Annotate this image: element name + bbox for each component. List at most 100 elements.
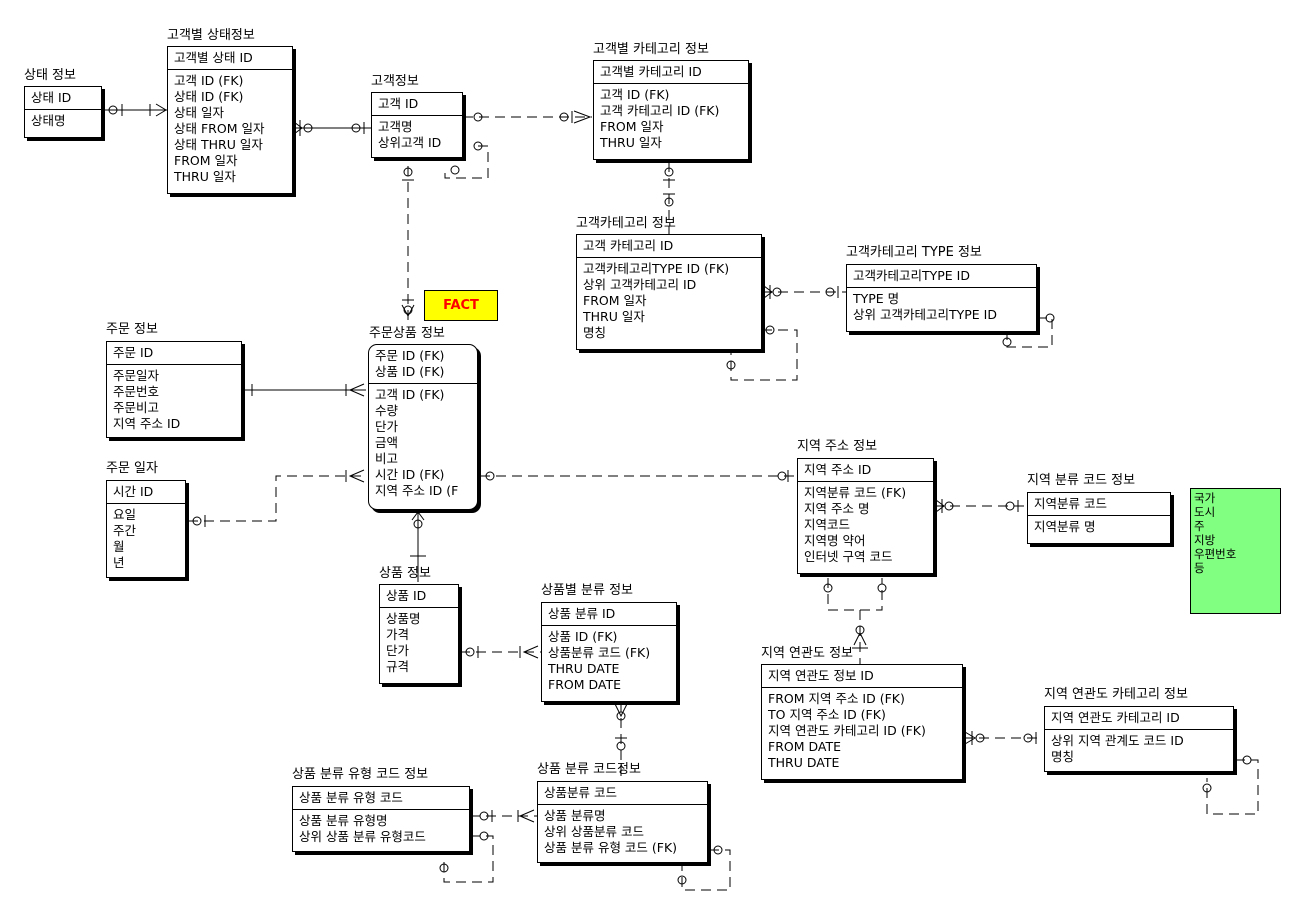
- attr: 고객명: [378, 119, 413, 134]
- entity-title-prod-class: 상품별 분류 정보: [541, 583, 633, 598]
- attr: FROM 일자: [583, 293, 647, 308]
- entity-product[interactable]: 상품 ID 상품명 가격 단가 규격: [379, 584, 459, 684]
- pk-attr: 상품분류 코드: [544, 785, 617, 800]
- pk-attr: 시간 ID: [113, 484, 154, 499]
- entity-title-prod-code: 상품 분류 코드정보: [537, 762, 641, 777]
- attr: FROM 지역 주소 ID (FK): [768, 691, 905, 706]
- attr: 수량: [375, 403, 399, 418]
- fact-note: FACT: [424, 290, 498, 321]
- pk-attr: 지역분류 코드: [1034, 496, 1107, 511]
- pk-attr: 고객별 카테고리 ID: [600, 64, 702, 79]
- entity-order-prod[interactable]: 주문 ID (FK) 상품 ID (FK) 고객 ID (FK) 수량 단가 금…: [368, 344, 478, 510]
- attr: 월: [113, 539, 125, 554]
- entity-title-order: 주문 정보: [106, 322, 158, 337]
- pk-attr: 고객 ID: [378, 96, 419, 111]
- attr: 상위 지역 관계도 코드 ID: [1051, 733, 1184, 748]
- attr: 지역명 약어: [804, 533, 866, 548]
- attr: 비고: [375, 451, 399, 466]
- attr: 주문번호: [113, 384, 160, 399]
- pk-attr: 상품 분류 유형 코드: [299, 790, 403, 805]
- attr: 지역분류 코드 (FK): [804, 485, 907, 500]
- entity-title-cust-cat: 고객별 카테고리 정보: [593, 42, 709, 57]
- pk-attr: 지역 연관도 카테고리 ID: [1051, 710, 1180, 725]
- entity-cat-type[interactable]: 고객카테고리TYPE ID TYPE 명 상위 고객카테고리TYPE ID: [846, 264, 1037, 332]
- attr: 고객 ID (FK): [174, 73, 244, 88]
- attr: 가격: [386, 627, 410, 642]
- entity-title-region: 지역 주소 정보: [797, 439, 878, 454]
- pk-attr: 고객카테고리TYPE ID: [853, 268, 970, 283]
- level-item: 지방: [1194, 533, 1216, 547]
- attr: 상품 분류 유형 코드 (FK): [544, 840, 678, 855]
- entity-order[interactable]: 주문 ID 주문일자 주문번호 주문비고 지역 주소 ID: [106, 341, 242, 438]
- entity-region-class[interactable]: 지역분류 코드 지역분류 명: [1027, 492, 1171, 544]
- attr: 고객 ID (FK): [375, 387, 445, 402]
- attr: 상태 FROM 일자: [174, 121, 265, 136]
- attr: 상위 상품 분류 유형코드: [299, 829, 426, 844]
- attr: 상품 ID (FK): [548, 629, 618, 644]
- entity-status[interactable]: 상태 ID 상태명: [24, 86, 102, 138]
- pk-attr: 고객 카테고리 ID: [583, 238, 674, 253]
- attr: FROM DATE: [548, 677, 621, 692]
- attr: TO 지역 주소 ID (FK): [768, 707, 886, 722]
- entity-cat[interactable]: 고객 카테고리 ID 고객카테고리TYPE ID (FK) 상위 고객카테고리 …: [576, 234, 762, 350]
- entity-title-product: 상품 정보: [379, 566, 431, 581]
- attr: 상품 분류 유형명: [299, 813, 388, 828]
- attr: 지역분류 명: [1034, 519, 1096, 534]
- entity-prod-class[interactable]: 상품 분류 ID 상품 ID (FK) 상품분류 코드 (FK) THRU DA…: [541, 602, 677, 702]
- attr: 상위 고객카테고리TYPE ID: [853, 307, 997, 322]
- pk-attr: 고객별 상태 ID: [174, 50, 253, 65]
- entity-title-status: 상태 정보: [24, 68, 76, 83]
- pk-attr: 주문 ID: [113, 345, 154, 360]
- attr: 명칭: [1051, 749, 1075, 764]
- pk-attr: 주문 ID (FK): [375, 348, 445, 363]
- entity-title-cat-type: 고객카테고리 TYPE 정보: [846, 245, 982, 260]
- attr: 상위고객 ID: [378, 135, 442, 150]
- entity-prod-type[interactable]: 상품 분류 유형 코드 상품 분류 유형명 상위 상품 분류 유형코드: [292, 786, 470, 852]
- attr: 고객 ID (FK): [600, 87, 670, 102]
- attr: 상태 일자: [174, 105, 224, 120]
- attr: 고객카테고리TYPE ID (FK): [583, 261, 730, 276]
- attr: 주문비고: [113, 400, 160, 415]
- entity-title-cat: 고객카테고리 정보: [576, 216, 676, 231]
- attr: 상태 ID (FK): [174, 89, 244, 104]
- attr: 상품 분류명: [544, 808, 606, 823]
- attr: 금액: [375, 435, 399, 450]
- entity-region-rel[interactable]: 지역 연관도 정보 ID FROM 지역 주소 ID (FK) TO 지역 주소…: [761, 664, 963, 780]
- entity-title-region-class: 지역 분류 코드 정보: [1027, 473, 1136, 488]
- attr: 지역 주소 명: [804, 501, 870, 516]
- pk-attr: 지역 주소 ID: [804, 462, 872, 477]
- attr: 시간 ID (FK): [375, 467, 445, 482]
- attr: 지역코드: [804, 517, 851, 532]
- entity-cust-status[interactable]: 고객별 상태 ID 고객 ID (FK) 상태 ID (FK) 상태 일자 상태…: [167, 46, 293, 194]
- entity-title-region-rel-cat: 지역 연관도 카테고리 정보: [1044, 687, 1188, 702]
- attr: 주간: [113, 523, 137, 538]
- pk-attr: 상품 ID: [386, 588, 427, 603]
- level-item: 등: [1194, 561, 1205, 575]
- entity-prod-code[interactable]: 상품분류 코드 상품 분류명 상위 상품분류 코드 상품 분류 유형 코드 (F…: [537, 781, 708, 863]
- attr: 상품분류 코드 (FK): [548, 645, 651, 660]
- attr: 년: [113, 555, 125, 570]
- entity-title-order-prod: 주문상품 정보: [369, 326, 445, 341]
- fact-label: FACT: [443, 298, 479, 313]
- attr: TYPE 명: [853, 291, 900, 306]
- entity-order-date[interactable]: 시간 ID 요일 주간 월 년: [106, 480, 186, 578]
- attr: FROM DATE: [768, 739, 841, 754]
- entity-title-region-rel: 지역 연관도 정보: [761, 646, 853, 661]
- entity-region[interactable]: 지역 주소 ID 지역분류 코드 (FK) 지역 주소 명 지역코드 지역명 약…: [797, 458, 934, 574]
- pk-attr: 상품 분류 ID: [548, 606, 616, 621]
- entity-title-prod-type: 상품 분류 유형 코드 정보: [292, 767, 429, 782]
- entity-customer[interactable]: 고객 ID 고객명 상위고객 ID: [371, 92, 463, 158]
- level-item: 국가: [1194, 491, 1216, 505]
- region-levels-note: 국가 도시 주 지방 우편번호 등: [1190, 488, 1281, 614]
- attr: THRU DATE: [768, 755, 840, 770]
- attr: 상위 상품분류 코드: [544, 824, 644, 839]
- entity-title-customer: 고객정보: [371, 74, 419, 89]
- attr: 요일: [113, 507, 137, 522]
- attr: 주문일자: [113, 368, 160, 383]
- entity-region-rel-cat[interactable]: 지역 연관도 카테고리 ID 상위 지역 관계도 코드 ID 명칭: [1044, 706, 1234, 772]
- attr: FROM 일자: [174, 153, 238, 168]
- entity-cust-cat[interactable]: 고객별 카테고리 ID 고객 ID (FK) 고객 카테고리 ID (FK) F…: [593, 60, 749, 160]
- attr: 명칭: [583, 325, 607, 340]
- attr: 단가: [386, 643, 410, 658]
- attr: 지역 연관도 카테고리 ID (FK): [768, 723, 926, 738]
